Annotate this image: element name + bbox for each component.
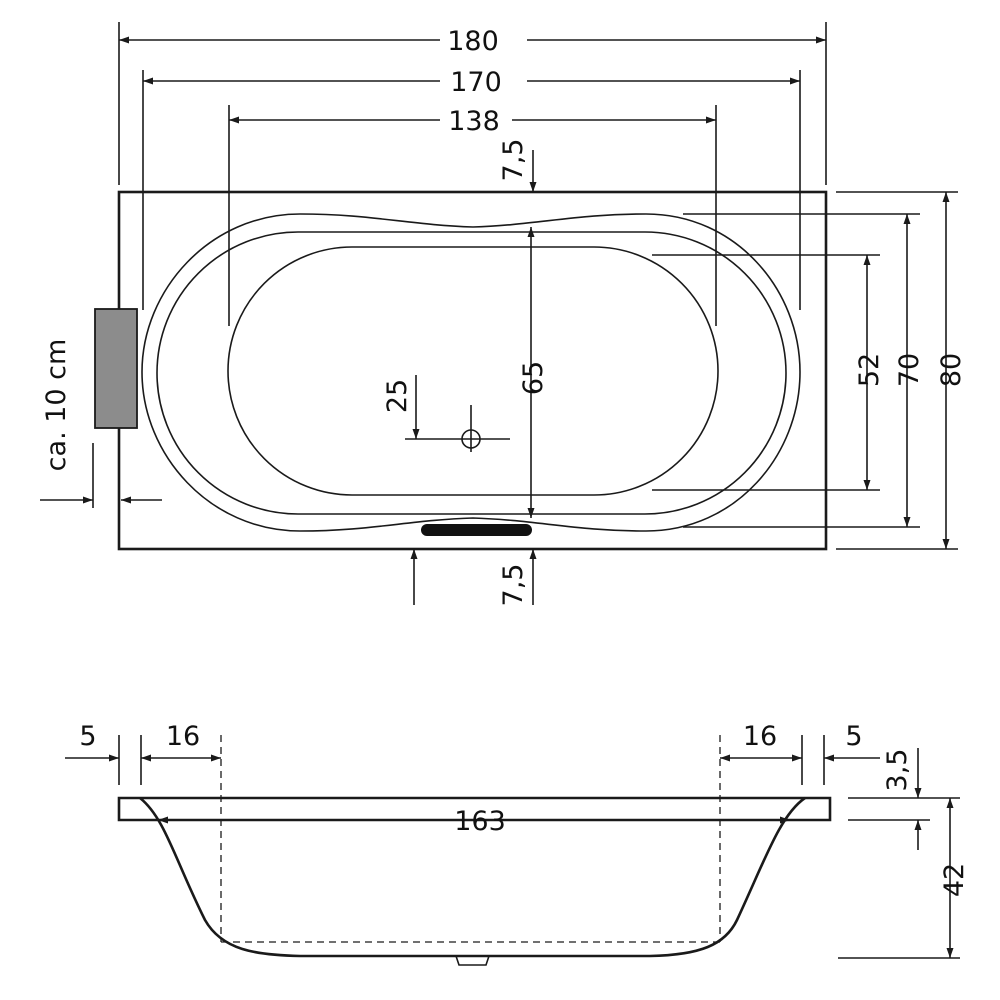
outer-rim bbox=[141, 213, 801, 532]
basin bbox=[227, 246, 719, 496]
top-view: 180 170 138 7,5 65 25 7,5 80 bbox=[40, 22, 967, 606]
dim-top-rim-offset: 7,5 bbox=[498, 139, 529, 182]
side-panel bbox=[94, 308, 138, 429]
dim-slope-left: 16 bbox=[166, 721, 200, 752]
dim-depth: 42 bbox=[939, 863, 970, 897]
dim-rim-right: 5 bbox=[845, 721, 862, 752]
dim-overall-width: 80 bbox=[936, 353, 967, 387]
overflow-handle bbox=[421, 524, 532, 536]
dim-inner-basin-width: 52 bbox=[854, 353, 885, 387]
dim-drain-offset: 25 bbox=[382, 379, 413, 413]
dim-overall-length: 180 bbox=[447, 26, 499, 57]
dim-bottom-length: 163 bbox=[454, 806, 506, 837]
dim-inner-basin-length: 138 bbox=[448, 106, 500, 137]
dim-bottom-rim-offset: 7,5 bbox=[498, 564, 529, 607]
inner-rim bbox=[156, 231, 787, 515]
dim-outer-rim-width: 70 bbox=[894, 353, 925, 387]
dim-basin-65: 65 bbox=[518, 361, 549, 395]
dim-outer-rim-length: 170 bbox=[450, 67, 502, 98]
dim-rim-left: 5 bbox=[79, 721, 96, 752]
dim-panel-clearance: ca. 10 cm bbox=[41, 339, 72, 472]
side-view: 5 16 16 5 163 3,5 42 bbox=[65, 721, 970, 966]
side-body bbox=[139, 796, 806, 958]
dim-rim-thickness: 3,5 bbox=[882, 749, 913, 792]
dim-slope-right: 16 bbox=[743, 721, 777, 752]
